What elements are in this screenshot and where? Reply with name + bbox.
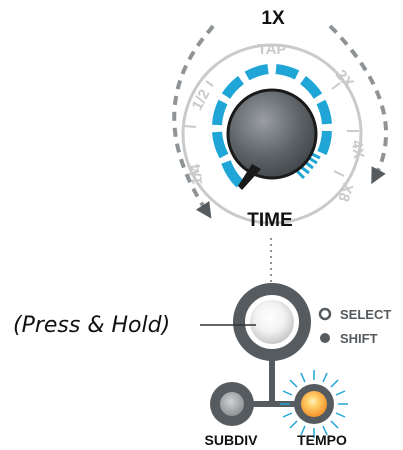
scale-label-quarter: 1/4	[187, 163, 206, 186]
led-ring	[212, 64, 332, 188]
select-legend-icon	[318, 307, 332, 321]
scale-label-half: 1/2	[189, 87, 214, 113]
shift-legend-icon	[320, 333, 330, 343]
knob-main-label: TIME	[247, 210, 292, 231]
subdiv-label: SUBDIV	[205, 432, 259, 448]
tempo-glow-rays	[280, 370, 348, 438]
subdiv-button[interactable]	[220, 392, 244, 416]
tempo-button[interactable]	[301, 391, 327, 417]
press-hold-annotation: (Press & Hold)	[13, 313, 170, 338]
knob-pointer	[238, 164, 261, 190]
scale-label-tap: TAP	[258, 41, 287, 58]
shift-legend-label: SHIFT	[340, 331, 378, 346]
select-shift-button[interactable]	[250, 300, 294, 344]
scale-label-4x: 4X	[348, 139, 367, 160]
select-legend-label: SELECT	[340, 307, 391, 322]
knob-top-label: 1X	[261, 8, 285, 29]
time-knob[interactable]	[226, 88, 318, 180]
knob-outer-ring	[181, 43, 363, 225]
scale-label-8x: X8	[334, 181, 356, 204]
dashed-arrow-left	[172, 24, 215, 219]
scale-ticks	[183, 80, 359, 177]
tempo-label: TEMPO	[297, 432, 347, 448]
dashed-arrow-right	[328, 24, 388, 185]
